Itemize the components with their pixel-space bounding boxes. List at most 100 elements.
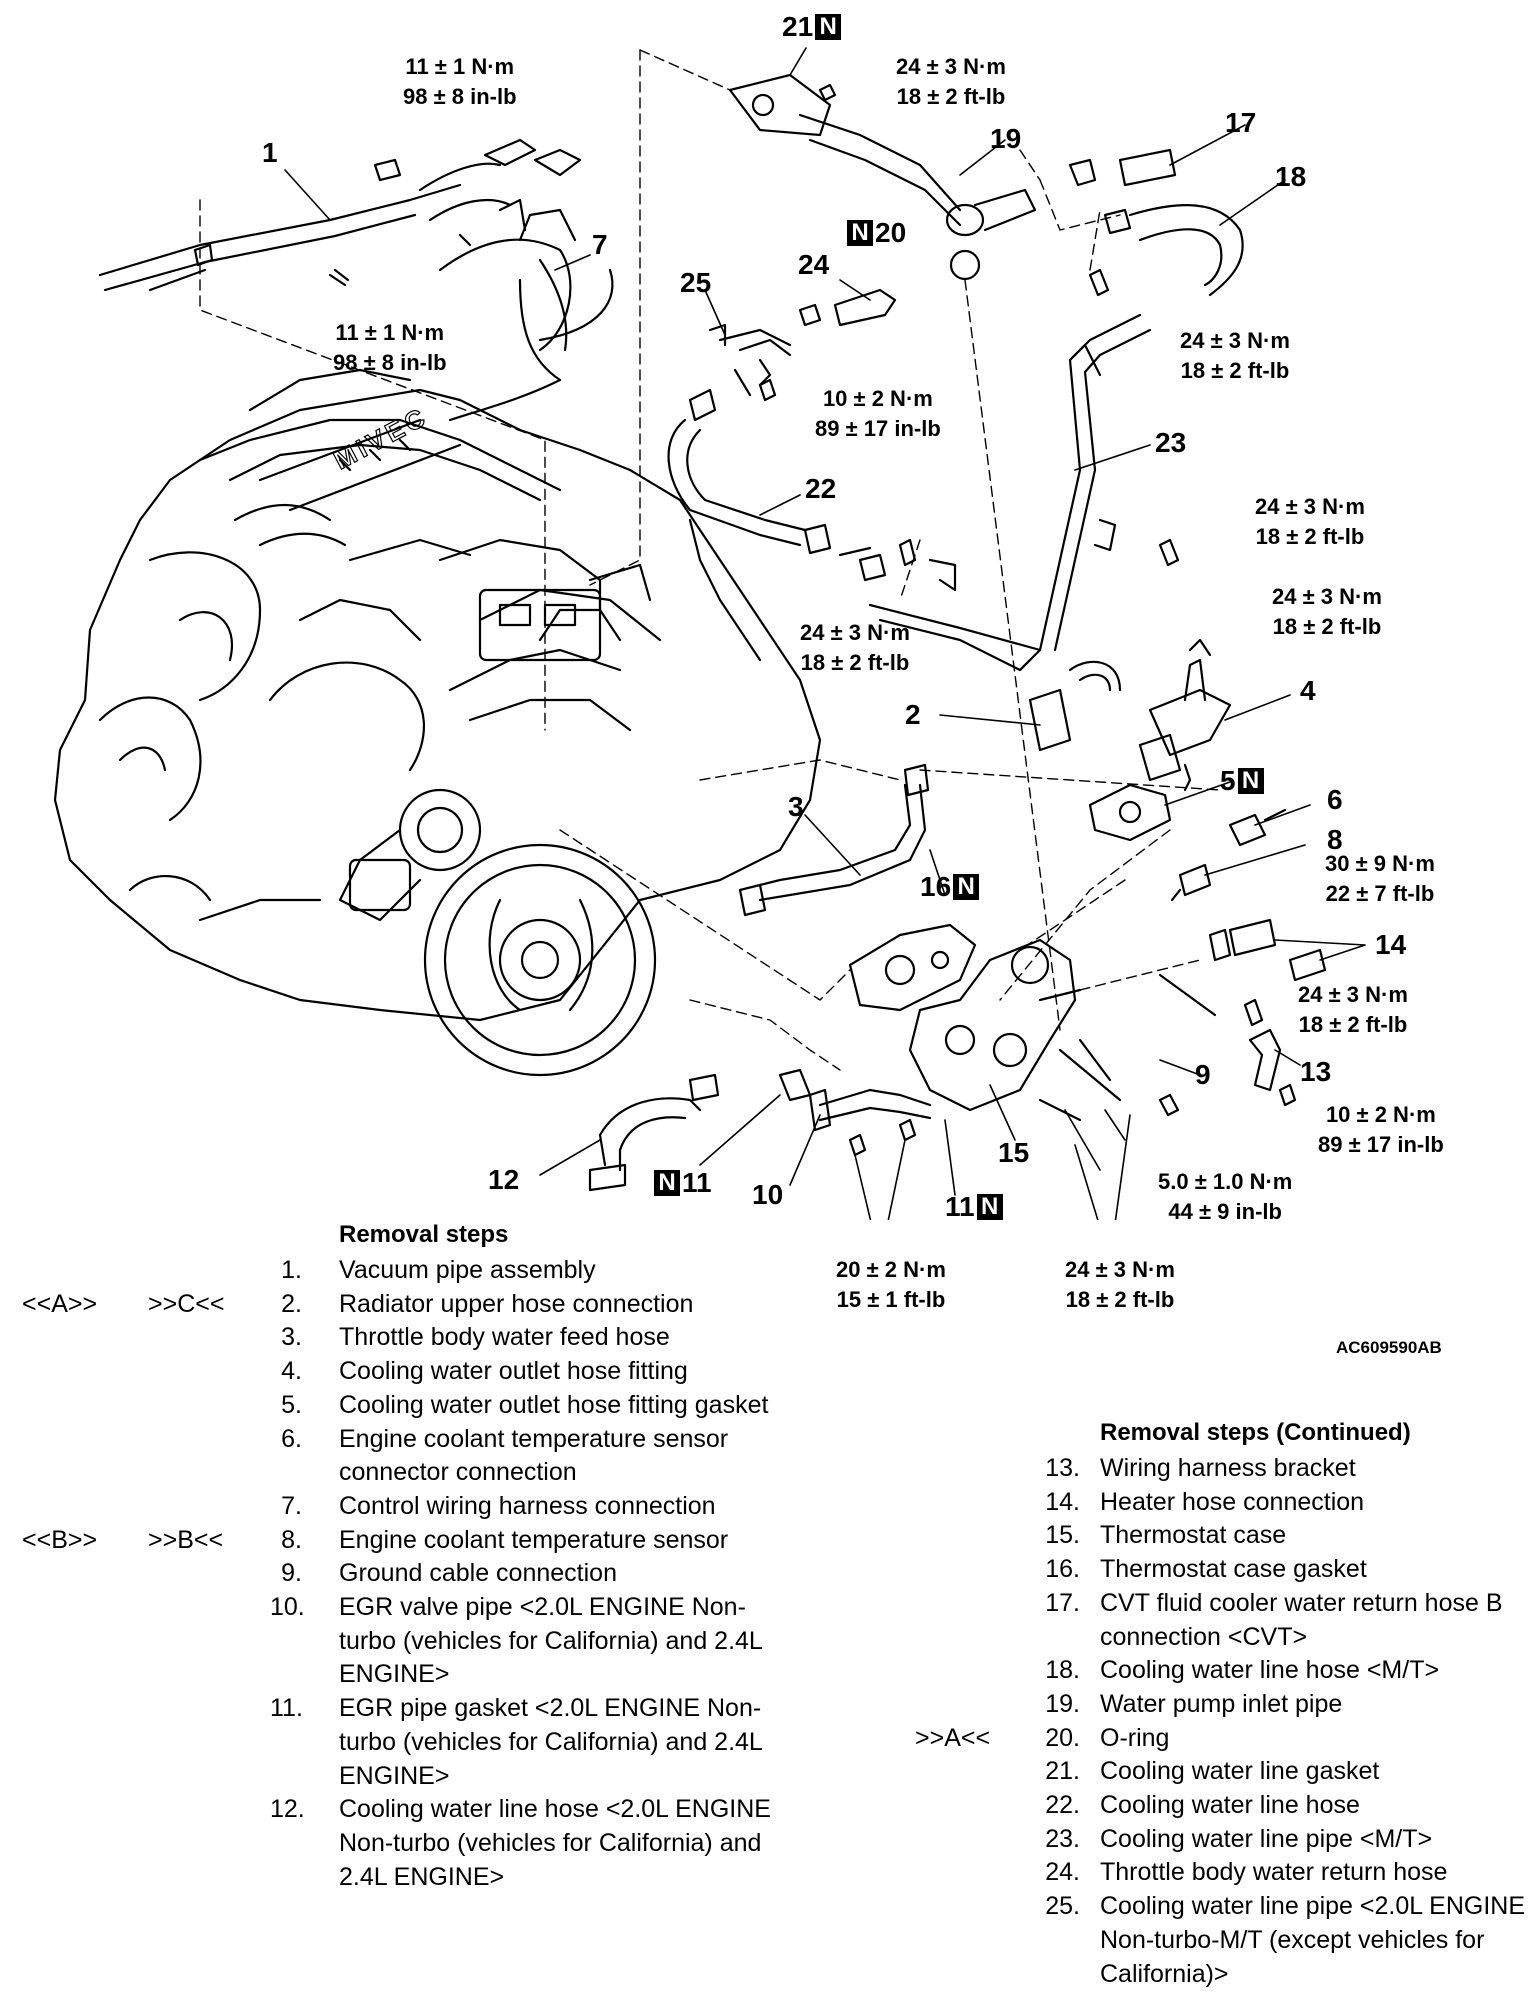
new-part-mark: N (847, 220, 873, 246)
step-text: Cooling water line hose (1100, 1791, 1360, 1820)
removal-step: 7.Control wiring harness connection (0, 1490, 780, 1524)
callout-17: 17 (1225, 107, 1257, 138)
step-number: 3. (281, 1323, 302, 1352)
new-part-mark: N (815, 14, 842, 40)
new-part-mark: N (976, 1194, 1003, 1220)
step-number: 10. (270, 1593, 305, 1622)
step-text: Cooling water line pipe <M/T> (1100, 1824, 1433, 1853)
step-text: Cooling water line hose <2.0L ENGINE Non… (339, 1795, 771, 1891)
step-number: 18. (1045, 1656, 1080, 1685)
throttle-body (338, 788, 482, 922)
removal-step: 24.Throttle body water return hose (900, 1856, 1536, 1890)
step-text: Cooling water outlet hose fitting (339, 1357, 688, 1386)
wiring-harness-bracket (1248, 1028, 1282, 1092)
step-text: Ground cable connection (339, 1559, 617, 1588)
cooling-water-line-pipe-25 (708, 323, 792, 397)
removal-step: 6.Engine coolant temperature sensor conn… (0, 1423, 780, 1490)
service-mark: >>C<< (148, 1289, 225, 1318)
step-text: Heater hose connection (1100, 1487, 1365, 1516)
step-number: 14. (1045, 1487, 1080, 1516)
bolts (328, 83, 1297, 1157)
cooling-water-line-hose-12 (588, 1073, 720, 1192)
step-number: 15. (1045, 1521, 1080, 1550)
step-text: O-ring (1100, 1723, 1170, 1752)
step-text: EGR pipe gasket <2.0L ENGINE Non-turbo (… (339, 1694, 762, 1790)
step-text: Engine coolant temperature sensor (339, 1525, 729, 1554)
removal-step: 11. EGR pipe gasket <2.0L ENGINE Non-turb… (0, 1692, 780, 1793)
removal-step: 15. Thermostat case (900, 1519, 1536, 1553)
removal-step: 21.Cooling water line gasket (900, 1755, 1536, 1789)
step-number: 11. (270, 1694, 303, 1723)
removal-step: >>A<<20.O-ring (900, 1722, 1536, 1756)
removal-step: 18.Cooling water line hose <M/T> (900, 1654, 1536, 1688)
cooling-water-line-pipe-23 (858, 313, 1152, 672)
thermostat-case (908, 938, 1082, 1112)
removal-step: 16.Thermostat case gasket (900, 1553, 1536, 1587)
thermostat-case-gasket (848, 923, 977, 1012)
assembly-dash-lines (199, 49, 1221, 1071)
callout-2: 2 (905, 699, 921, 730)
step-number: 1. (281, 1256, 302, 1284)
removal-step: 22. Cooling water line hose (900, 1789, 1536, 1823)
step-number: 5. (281, 1390, 302, 1419)
callout-14: 14 (1375, 929, 1407, 960)
service-mark: >>B<< (148, 1525, 224, 1554)
step-number: 13. (1045, 1454, 1080, 1482)
removal-step: 23.Cooling water line pipe <M/T> (900, 1823, 1536, 1857)
step-number: 24. (1045, 1858, 1080, 1887)
callout-22: 22 (805, 473, 837, 504)
throttle-body-water-return-hose (798, 288, 897, 327)
removal-step: 3.Throttle body water feed hose (0, 1321, 780, 1355)
service-mark: >>A<< (915, 1723, 991, 1752)
step-text: Cooling water line pipe <2.0L ENGINE Non… (1100, 1892, 1525, 1988)
step-number: 4. (281, 1357, 302, 1386)
callout-12: 12 (488, 1164, 520, 1195)
exploded-view-diagram: MIVEC (53, 47, 1366, 1220)
step-text: Wiring harness bracket (1100, 1454, 1356, 1482)
o-ring (949, 249, 981, 281)
step-number: 17. (1045, 1588, 1080, 1617)
callout-9: 9 (1195, 1059, 1211, 1090)
cooling-water-line-hose-22 (667, 388, 872, 557)
removal-step: 4. Cooling water outlet hose fitting (0, 1355, 780, 1389)
service-mark: <<A>> (22, 1289, 98, 1318)
step-number: 25. (1045, 1892, 1080, 1921)
step-number: 22. (1045, 1791, 1080, 1820)
removal-steps-right: Removal steps (Continued) 13.Wiring harn… (900, 1418, 1536, 1991)
sensor-connector (1228, 808, 1287, 847)
new-part-mark: N (654, 1170, 680, 1196)
callout-24: 24 (798, 249, 830, 280)
removal-step: 1.Vacuum pipe assembly (0, 1254, 780, 1288)
step-number: 7. (281, 1491, 302, 1520)
coolant-temp-sensor (1170, 863, 1212, 902)
step-text: Cooling water outlet hose fitting gasket (339, 1390, 769, 1419)
step-text: Water pump inlet pipe (1100, 1689, 1343, 1718)
callout-7: 7 (592, 229, 608, 260)
removal-step: 25. Cooling water line pipe <2.0L ENGINE … (900, 1890, 1536, 1991)
throttle-feed-hose (738, 763, 930, 917)
removal-step: <<B>>>>B<<8.Engine coolant temperature s… (0, 1524, 780, 1558)
removal-steps-heading: Removal steps (339, 1221, 509, 1248)
egr-pipe-gasket (778, 1068, 812, 1102)
callout-15: 15 (998, 1137, 1030, 1168)
step-text: Thermostat case (1100, 1521, 1287, 1550)
cvt-return-hose (1068, 148, 1177, 187)
step-number: 12. (270, 1795, 305, 1824)
callout-1: 1 (262, 137, 278, 168)
step-text: Engine coolant temperature sensor connec… (339, 1424, 729, 1487)
removal-step: 13. Wiring harness bracket (900, 1452, 1536, 1486)
engine-logo-text: MIVEC (329, 401, 433, 476)
callout-10: 10 (752, 1179, 784, 1210)
step-number: 2. (281, 1289, 302, 1318)
callout-13: 13 (1300, 1056, 1332, 1087)
